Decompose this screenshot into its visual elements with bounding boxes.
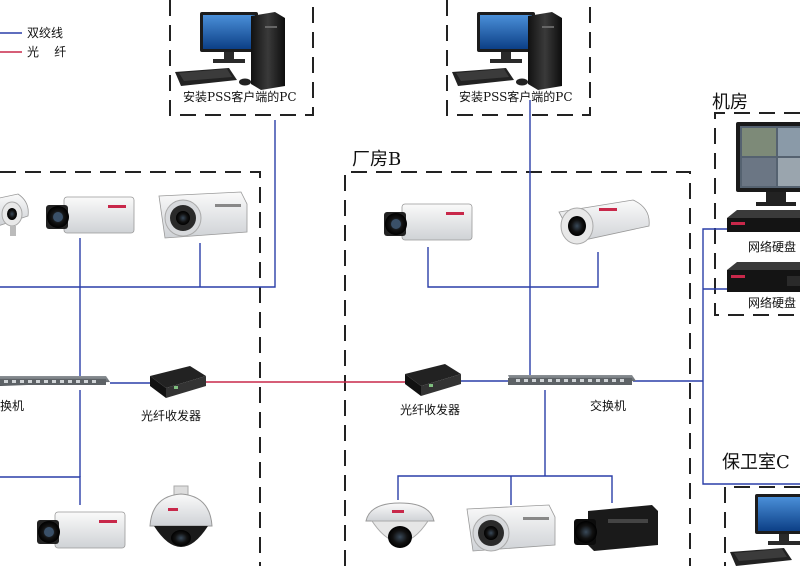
factory-b-area-border <box>344 171 691 566</box>
desktop-pc-icon[interactable] <box>452 12 562 90</box>
factory-a-area-border <box>0 171 261 566</box>
guard-room-area-border <box>724 486 800 566</box>
area-title-guard-room: 保卫室C <box>722 452 790 473</box>
nvr-icon[interactable] <box>727 262 800 292</box>
dome-camera-icon[interactable] <box>365 502 435 548</box>
machine-room-area-border <box>714 112 800 316</box>
desktop-pc-icon[interactable] <box>730 494 800 566</box>
legend-label-twisted-pair: 双绞线 <box>27 25 63 40</box>
box-camera-icon[interactable] <box>37 511 126 549</box>
fiber-transceiver-icon[interactable] <box>150 366 206 398</box>
network-switch-icon[interactable] <box>508 375 636 385</box>
switch-right-label: 交换机 <box>590 398 626 413</box>
nvr-top-label: 网络硬盘 <box>748 239 796 254</box>
line-left-bottom-bus <box>0 476 81 505</box>
network-switch-icon[interactable] <box>0 376 110 386</box>
area-title-factory-b: 厂房B <box>352 149 401 170</box>
desktop-pc-icon[interactable] <box>175 12 285 90</box>
transceiver-left-label: 光纤收发器 <box>141 408 201 423</box>
line-b-bottom-bus <box>397 475 613 503</box>
line-left-camera-bus <box>0 120 276 288</box>
box-camera-icon[interactable] <box>46 196 135 234</box>
pc-right-label: 安装PSS客户端的PC <box>459 89 573 104</box>
pc-left-area-border <box>169 0 314 116</box>
switch-left-label: 换机 <box>0 399 24 413</box>
box-camera-icon[interactable] <box>384 203 473 241</box>
legend-label-fiber: 光 纤 <box>27 45 66 59</box>
ir-camera-icon[interactable] <box>466 504 556 552</box>
box-camera-icon[interactable] <box>574 505 658 551</box>
ir-camera-icon[interactable] <box>158 191 248 239</box>
monitor-icon[interactable] <box>736 122 800 206</box>
nvr-bottom-label: 网络硬盘 <box>748 295 796 310</box>
transceiver-right-label: 光纤收发器 <box>400 402 460 417</box>
bullet-camera-icon[interactable] <box>558 199 650 245</box>
twisted-pair-lines <box>0 100 800 505</box>
pc-left-label: 安装PSS客户端的PC <box>183 89 297 104</box>
line-core-vertical <box>702 228 800 485</box>
fiber-transceiver-icon[interactable] <box>405 364 461 396</box>
area-title-machine-room: 机房 <box>712 92 748 113</box>
speed-dome-icon[interactable] <box>149 485 213 547</box>
nvr-icon[interactable] <box>727 210 800 232</box>
bullet-camera-icon[interactable] <box>0 193 29 236</box>
pc-right-area-border <box>446 0 591 116</box>
line-b-camera-bus <box>427 247 599 288</box>
legend: 双绞线 光 纤 <box>0 25 66 59</box>
